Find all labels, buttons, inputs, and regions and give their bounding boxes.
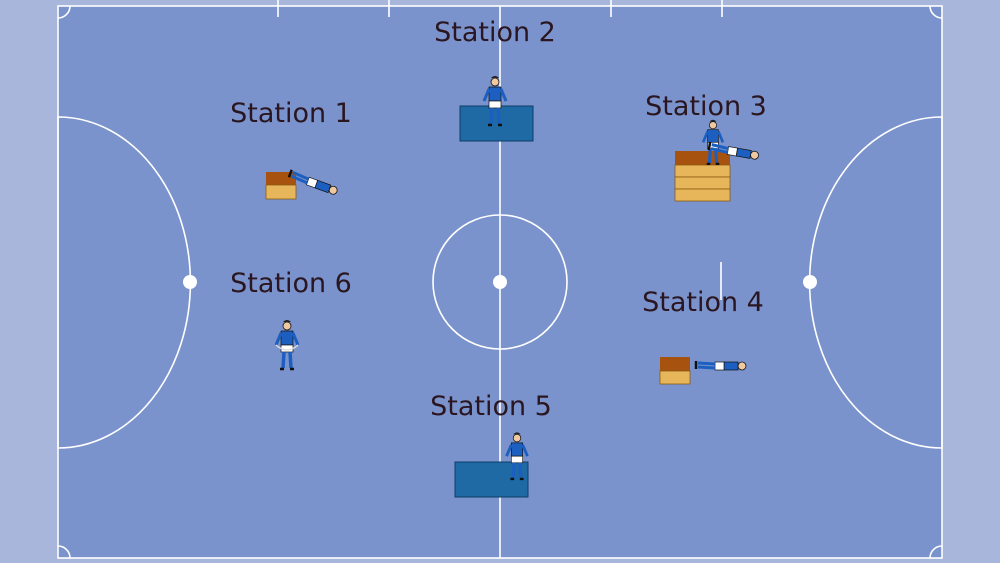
substitution-marks — [277, 0, 723, 17]
station-5 — [454, 430, 530, 498]
station-6-label: Station 6 — [230, 268, 352, 299]
station-1-label: Station 1 — [230, 98, 352, 129]
corner-arcs — [57, 5, 943, 559]
station-2 — [459, 74, 534, 142]
center-spot — [493, 275, 507, 289]
station-1 — [265, 168, 341, 200]
station-3-label: Station 3 — [645, 91, 767, 122]
station-6 — [274, 318, 300, 371]
mat-icon — [454, 461, 529, 498]
station-3 — [674, 118, 761, 202]
box-icon — [659, 357, 691, 385]
station-4 — [659, 357, 748, 385]
station-4-label: Station 4 — [642, 287, 764, 318]
box-icon — [674, 151, 731, 202]
station-5-label: Station 5 — [430, 391, 552, 422]
right-penalty-spot — [803, 275, 817, 289]
band-icon — [275, 344, 299, 351]
center-circle — [432, 214, 568, 350]
station-2-label: Station 2 — [434, 17, 556, 48]
left-penalty-spot — [183, 275, 197, 289]
box-icon — [265, 172, 297, 200]
